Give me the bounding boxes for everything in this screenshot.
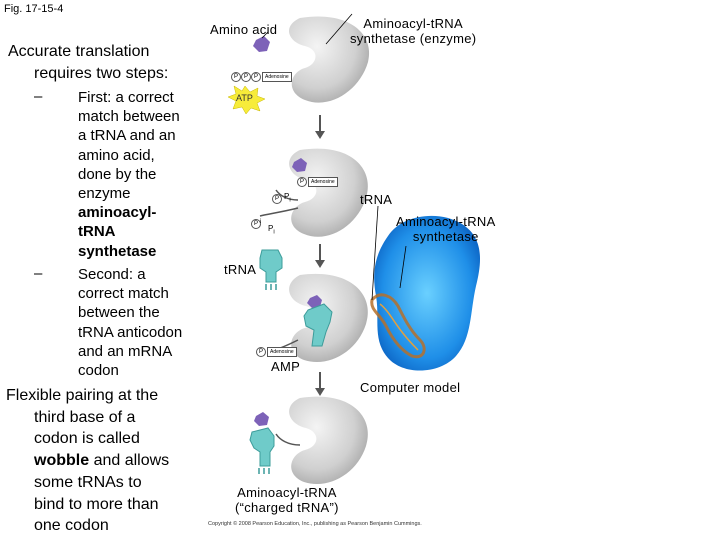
- bullet-second-line: codon: [78, 362, 119, 380]
- pointer-synthetase: [399, 245, 407, 289]
- figure-label: Fig. 17-15-4: [4, 3, 64, 15]
- adenosine-1: Adenosine: [262, 72, 292, 82]
- label-enzyme-line: Aminoacyl-tRNA: [363, 16, 463, 31]
- bullet-first-line: amino acid,: [78, 146, 155, 164]
- amino-acid-icon: [253, 36, 270, 52]
- label-synthetase: Aminoacyl-tRNA synthetase: [396, 214, 496, 244]
- release-arrow-1: [275, 189, 299, 201]
- trna-charged-anticodon: [258, 468, 270, 474]
- wobble-line: third base of a: [34, 408, 136, 426]
- bullet-second-line: and an mRNA: [78, 342, 173, 360]
- bullet-second: Second: a correct match between the tRNA…: [78, 265, 182, 380]
- label-charged-line: (“charged tRNA”): [235, 500, 339, 515]
- pi-label-1: Pi: [284, 192, 291, 204]
- wobble-paragraph: Flexible pairing at the third base of a …: [6, 385, 169, 537]
- label-synthetase-line: synthetase: [412, 229, 479, 244]
- bullet-dash-1: –: [34, 88, 43, 105]
- label-enzyme: Aminoacyl-tRNA synthetase (enzyme): [350, 16, 476, 46]
- pi-label-text: P: [268, 224, 274, 233]
- bullet-first-line: enzyme: [78, 185, 131, 203]
- label-amp: AMP: [271, 359, 301, 374]
- pointer-enzyme: [325, 13, 353, 45]
- trna-charged-shape: [249, 427, 275, 467]
- bullet-first-line: synthetase: [78, 242, 157, 260]
- phosphate-amp: P: [297, 177, 307, 187]
- pointer-amino-acid: [261, 31, 269, 39]
- bullet-first-line: done by the: [78, 165, 157, 183]
- label-synthetase-line: Aminoacyl-tRNA: [396, 214, 496, 229]
- release-arrow-3: [275, 433, 301, 446]
- computer-model-trna: [370, 293, 426, 359]
- phosphate-1: P: [231, 72, 241, 82]
- wobble-line: bind to more than: [34, 495, 159, 513]
- wobble-line: codon is called: [34, 430, 140, 448]
- pi-label-sub: i: [289, 197, 291, 204]
- pi-label-text: P: [284, 192, 290, 201]
- adenosine-2: Adenosine: [308, 177, 338, 187]
- enzyme-shape-4: [289, 396, 368, 485]
- label-trna-left: tRNA: [224, 262, 257, 277]
- amino-acid-charged-icon: [254, 412, 269, 426]
- wobble-line: and allows: [93, 452, 170, 470]
- phosphate-3: P: [251, 72, 261, 82]
- computer-model-trna-inner: [379, 303, 419, 351]
- amino-acid-bound-icon: [307, 295, 322, 308]
- wobble-line: Flexible pairing at the: [6, 387, 159, 404]
- bullet-first-line: a tRNA and an: [78, 127, 176, 145]
- trna-free-shape: [259, 249, 283, 283]
- heading-line-2: requires two steps:: [34, 65, 169, 82]
- atp-burst-icon: [227, 85, 266, 115]
- bullet-second-line: between the: [78, 304, 160, 322]
- down-arrow-2-head: [315, 260, 325, 268]
- trna-bound-shape: [303, 303, 333, 347]
- label-amino-acid: Amino acid: [210, 22, 278, 37]
- phosphate-released-2: P: [251, 219, 261, 229]
- enzyme-shape-1: [289, 16, 370, 103]
- bullet-first: First: a correct match between a tRNA an…: [78, 88, 180, 261]
- phosphate-amp-released: P: [256, 347, 266, 357]
- computer-model-blob: [374, 215, 481, 371]
- label-trna-right: tRNA: [360, 192, 393, 207]
- bullet-dash-2: –: [34, 265, 43, 282]
- down-arrow-3-head: [315, 388, 325, 396]
- phosphate-released-1: P: [272, 194, 282, 204]
- down-arrow-1-head: [315, 131, 325, 139]
- copyright-notice: Copyright © 2008 Pearson Education, Inc.…: [208, 521, 422, 527]
- label-charged-line: Aminoacyl-tRNA: [237, 485, 337, 500]
- pointer-trna: [371, 205, 379, 301]
- trna-free-anticodon: [265, 284, 277, 290]
- bullet-first-line: match between: [78, 108, 180, 126]
- label-enzyme-line: synthetase (enzyme): [350, 31, 477, 46]
- pi-label-sub: i: [273, 229, 275, 236]
- bullet-second-line: tRNA anticodon: [78, 323, 183, 341]
- adenosine-3: Adenosine: [267, 347, 297, 357]
- bullet-first-line: tRNA: [78, 223, 116, 241]
- release-arrow-2: [259, 207, 299, 217]
- bullet-second-line: correct match: [78, 285, 169, 303]
- phosphate-2: P: [241, 72, 251, 82]
- bullet-first-line: First: a correct: [78, 89, 174, 106]
- wobble-term: wobble: [34, 452, 90, 470]
- atp-label: ATP: [236, 93, 253, 103]
- label-charged-trna: Aminoacyl-tRNA (“charged tRNA”): [235, 485, 339, 515]
- bullet-second-line: Second: a: [78, 266, 146, 283]
- heading-line-1: Accurate translation: [8, 43, 150, 60]
- label-computer-model: Computer model: [360, 380, 461, 395]
- wobble-line: some tRNAs to: [34, 473, 142, 491]
- enzyme-shape-2: [289, 148, 368, 237]
- pi-sub-2: i: [260, 219, 262, 225]
- pi-label-3: Pi: [268, 224, 275, 236]
- bullet-first-line: aminoacyl-: [78, 204, 157, 222]
- wobble-line: one codon: [34, 517, 109, 535]
- amino-acid-bound-icon: [292, 158, 307, 172]
